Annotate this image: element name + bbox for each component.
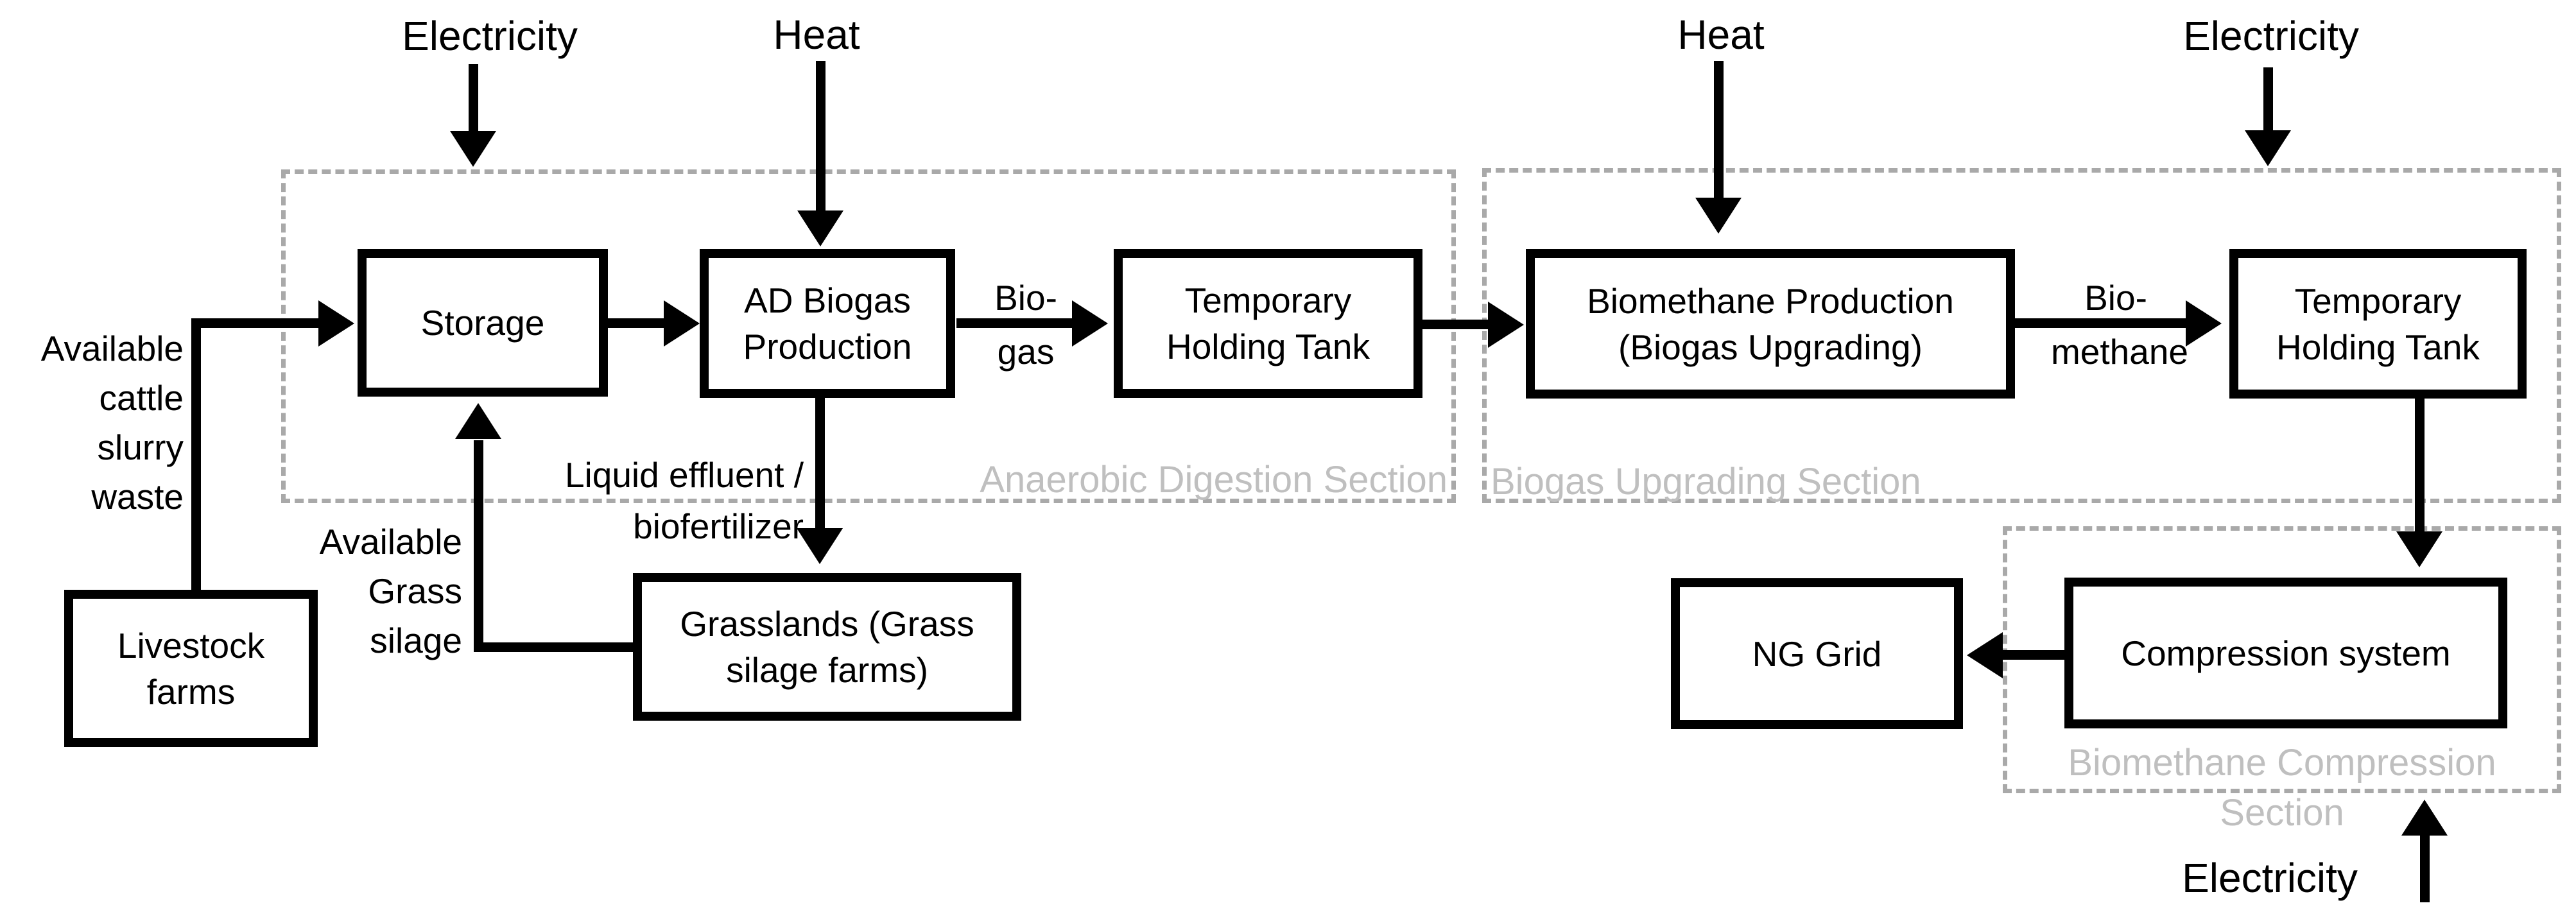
temporary-holding-tank-1-box: Temporary Holding Tank (1114, 249, 1422, 398)
electricity-input-label-bottom: Electricity (2182, 855, 2358, 901)
biogas-upgrading-section-label: Biogas Upgrading Section (1491, 461, 1921, 502)
arrowhead-up-icon (455, 403, 501, 439)
arrowhead-down-icon (1695, 198, 1742, 234)
arrow-line (816, 61, 826, 212)
arrow-line (1714, 61, 1724, 199)
arrow-line (474, 440, 483, 652)
arrow-line (2415, 398, 2425, 533)
arrow-line (607, 318, 666, 328)
biomethane-flow-label-top: Bio- (2084, 278, 2147, 318)
anaerobic-digestion-section-box (281, 169, 1456, 503)
arrow-line (815, 398, 825, 529)
temporary-holding-tank-2-box: Temporary Holding Tank (2229, 249, 2527, 399)
arrowhead-right-icon (664, 300, 700, 347)
arrow-line (474, 642, 634, 652)
biogas-flow-label-top: Bio- (994, 278, 1057, 318)
arrow-line (1422, 320, 1489, 329)
heat-input-label-left: Heat (773, 12, 860, 58)
biogas-upgrading-section-box (1482, 168, 2561, 503)
arrow-line (191, 318, 201, 590)
electricity-input-label-right: Electricity (2183, 13, 2359, 59)
arrow-line (191, 318, 321, 328)
available-cattle-slurry-waste-label: Available cattle slurry waste (40, 329, 184, 517)
arrowhead-right-icon (1072, 300, 1108, 347)
available-grass-silage-label: Available Grass silage (319, 522, 462, 660)
ad-biogas-production-box: AD Biogas Production (700, 249, 955, 398)
livestock-farms-box: Livestock farms (64, 590, 318, 747)
arrowhead-right-icon (1488, 302, 1524, 348)
arrow-line (2263, 67, 2273, 132)
biomethane-compression-section-label: Biomethane Compression Section (2068, 742, 2496, 834)
biomethane-production-box: Biomethane Production (Biogas Upgrading) (1526, 249, 2015, 399)
arrow-line (469, 64, 478, 132)
arrowhead-down-icon (2396, 531, 2442, 567)
ng-grid-box: NG Grid (1671, 578, 1963, 729)
biogas-flow-label-bottom: gas (997, 332, 1055, 372)
arrowhead-down-icon (797, 528, 843, 564)
electricity-input-label-left: Electricity (402, 13, 578, 59)
liquid-effluent-biofertilizer-label: Liquid effluent / biofertilizer (564, 455, 804, 546)
heat-input-label-right: Heat (1677, 12, 1765, 58)
arrowhead-right-icon (2186, 300, 2222, 347)
anaerobic-digestion-section-label: Anaerobic Digestion Section (980, 459, 1448, 501)
arrowhead-down-icon (797, 210, 843, 246)
grasslands-box: Grasslands (Grass silage farms) (633, 573, 1021, 721)
arrow-line (2003, 650, 2064, 660)
arrow-line (2420, 836, 2430, 902)
arrowhead-up-icon (2401, 800, 2448, 836)
arrow-line (956, 318, 1073, 328)
arrowhead-left-icon (1967, 632, 2003, 678)
arrowhead-right-icon (318, 300, 354, 347)
storage-box: Storage (358, 249, 608, 397)
arrow-line (2015, 318, 2187, 328)
biomethane-compression-section-box (2003, 526, 2561, 793)
arrowhead-down-icon (450, 131, 496, 167)
compression-system-box: Compression system (2064, 578, 2507, 728)
biomethane-flow-label-bottom: methane (2050, 332, 2189, 372)
arrowhead-down-icon (2245, 130, 2291, 166)
